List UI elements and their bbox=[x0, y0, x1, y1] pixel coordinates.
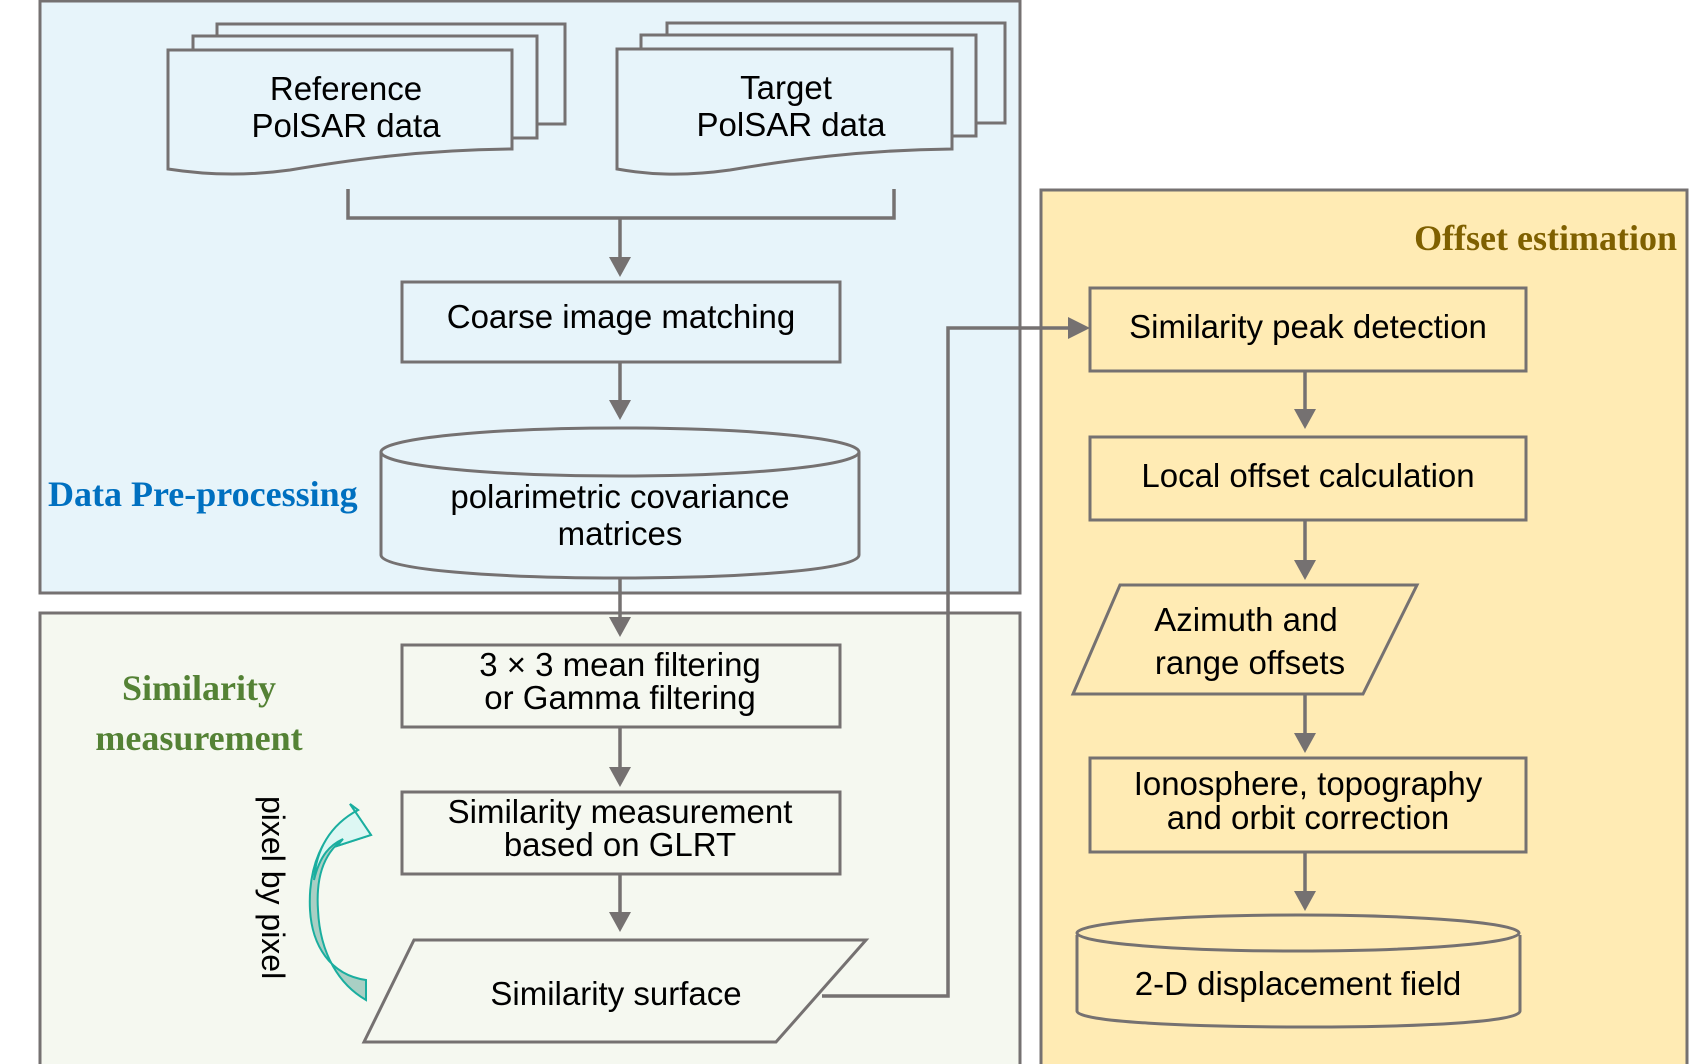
displacement-database-node: 2-D displacement field bbox=[1075, 913, 1522, 1029]
svg-text:Target: Target bbox=[740, 69, 832, 106]
preprocessing-title: Data Pre-processing bbox=[48, 474, 358, 514]
similarity-title-line2: measurement bbox=[95, 718, 302, 758]
arrowhead bbox=[1294, 560, 1316, 580]
peak-detection-node: Similarity peak detection bbox=[1088, 286, 1528, 373]
reference-data-node: Reference PolSAR data bbox=[166, 22, 567, 176]
arrowhead bbox=[1294, 733, 1316, 753]
svg-text:Azimuth and: Azimuth and bbox=[1154, 601, 1337, 638]
svg-text:polarimetric covariance: polarimetric covariance bbox=[450, 478, 789, 515]
svg-text:range offsets: range offsets bbox=[1155, 644, 1345, 681]
loop-arrow-icon bbox=[308, 803, 373, 1002]
svg-text:and orbit correction: and orbit correction bbox=[1167, 799, 1449, 836]
local-offset-node: Local offset calculation bbox=[1088, 435, 1528, 522]
svg-text:based on GLRT: based on GLRT bbox=[504, 826, 736, 863]
glrt-measurement-node: Similarity measurement based on GLRT bbox=[400, 790, 842, 876]
coarse-matching-node: Coarse image matching bbox=[400, 280, 842, 364]
svg-text:PolSAR data: PolSAR data bbox=[697, 106, 887, 143]
svg-text:or Gamma filtering: or Gamma filtering bbox=[484, 679, 755, 716]
similarity-title-line1: Similarity bbox=[122, 668, 276, 708]
similarity-panel bbox=[38, 611, 1022, 1064]
arrowhead bbox=[609, 400, 631, 420]
preprocessing-panel bbox=[38, 0, 1022, 595]
filtering-node: 3 × 3 mean filtering or Gamma filtering bbox=[400, 643, 842, 729]
arrowhead bbox=[609, 912, 631, 932]
arrowhead bbox=[1294, 409, 1316, 429]
svg-text:2-D displacement field: 2-D displacement field bbox=[1135, 965, 1462, 1002]
svg-text:Coarse image matching: Coarse image matching bbox=[447, 298, 796, 335]
correction-node: Ionosphere, topography and orbit correct… bbox=[1088, 756, 1528, 854]
connector-surface-to-peak bbox=[822, 326, 1074, 998]
arrowhead bbox=[609, 257, 631, 277]
arrowhead bbox=[609, 767, 631, 787]
loop-label: pixel by pixel bbox=[255, 796, 291, 979]
target-data-node: Target PolSAR data bbox=[615, 21, 1007, 176]
svg-text:matrices: matrices bbox=[558, 515, 683, 552]
svg-text:Local offset calculation: Local offset calculation bbox=[1141, 457, 1474, 494]
offsets-output-node: Azimuth and range offsets bbox=[1070, 583, 1420, 696]
svg-text:Ionosphere, topography: Ionosphere, topography bbox=[1134, 765, 1483, 802]
svg-text:Similarity surface: Similarity surface bbox=[490, 975, 741, 1012]
arrowhead bbox=[609, 617, 631, 637]
arrowhead bbox=[1068, 317, 1090, 339]
svg-text:PolSAR data: PolSAR data bbox=[252, 107, 442, 144]
arrowhead bbox=[1294, 891, 1316, 911]
svg-text:Similarity measurement: Similarity measurement bbox=[448, 793, 793, 830]
covariance-database-node: polarimetric covariance matrices bbox=[379, 426, 861, 580]
svg-text:3 × 3 mean filtering: 3 × 3 mean filtering bbox=[479, 646, 761, 683]
similarity-surface-node: Similarity surface bbox=[361, 938, 870, 1044]
offset-title: Offset estimation bbox=[1414, 218, 1677, 258]
svg-text:Reference: Reference bbox=[270, 70, 422, 107]
svg-text:Similarity peak detection: Similarity peak detection bbox=[1129, 308, 1487, 345]
